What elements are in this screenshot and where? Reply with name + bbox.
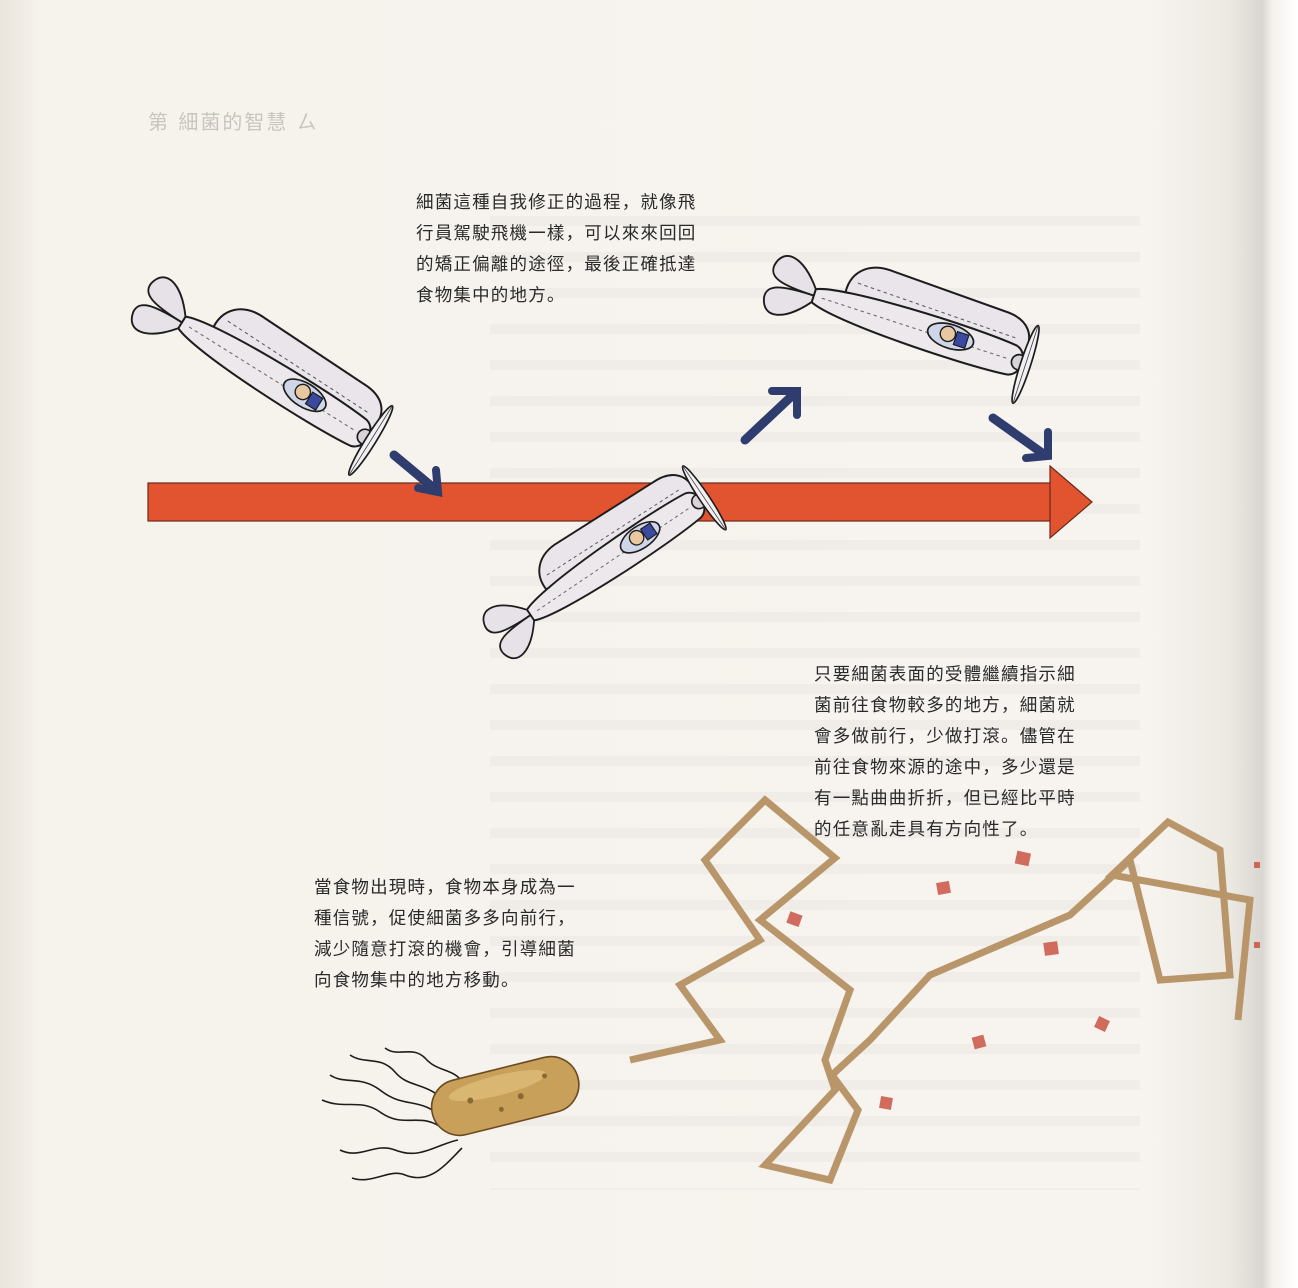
- course-arrow-icon: [147, 464, 1093, 540]
- direction-arrow-icon: [389, 450, 443, 497]
- caption-line: 有一點曲曲折折，但已經比平時: [814, 789, 1076, 809]
- zigzag-path-icon: [629, 795, 1254, 1185]
- direction-arrow-icon: [988, 413, 1052, 462]
- direction-arrow-icon: [740, 387, 801, 445]
- bacterium-icon: [321, 1047, 580, 1181]
- caption-line: 只要細菌表面的受體繼續指示細: [814, 665, 1076, 685]
- caption-line: 當食物出現時，食物本身成為一: [314, 878, 576, 898]
- caption-line: 的矯正偏離的途徑，最後正確抵達: [416, 255, 697, 275]
- caption-line: 食物集中的地方。: [416, 286, 566, 306]
- airplane-icon: [119, 256, 402, 479]
- caption-receptor-guidance: 只要細菌表面的受體繼續指示細 菌前往食物較多的地方，細菌就 會多做前行，少做打滾…: [814, 660, 1076, 846]
- airplane-icon: [755, 234, 1047, 406]
- caption-pilot-analogy: 細菌這種自我修正的過程，就像飛 行員駕駛飛機一樣，可以來來回回 的矯正偏離的途徑…: [416, 188, 697, 312]
- caption-line: 向食物集中的地方移動。: [314, 971, 520, 991]
- caption-line: 會多做前行，少做打滾。儘管在: [814, 727, 1076, 747]
- caption-line: 行員駕駛飛機一樣，可以來來回回: [416, 224, 697, 244]
- caption-line: 減少隨意打滾的機會，引導細菌: [314, 940, 576, 960]
- caption-line: 前往食物來源的途中，多少還是: [814, 758, 1076, 778]
- caption-line: 菌前往食物較多的地方，細菌就: [814, 696, 1076, 716]
- caption-line: 種信號，促使細菌多多向前行，: [314, 909, 576, 929]
- caption-line: 細菌這種自我修正的過程，就像飛: [416, 193, 697, 213]
- food-particle-icon: [786, 850, 1260, 1110]
- caption-line: 的任意亂走具有方向性了。: [814, 820, 1039, 840]
- caption-food-signal: 當食物出現時，食物本身成為一 種信號，促使細菌多多向前行， 減少隨意打滾的機會，…: [314, 873, 576, 997]
- running-header: 第 細菌的智慧 ㄙ: [148, 110, 319, 134]
